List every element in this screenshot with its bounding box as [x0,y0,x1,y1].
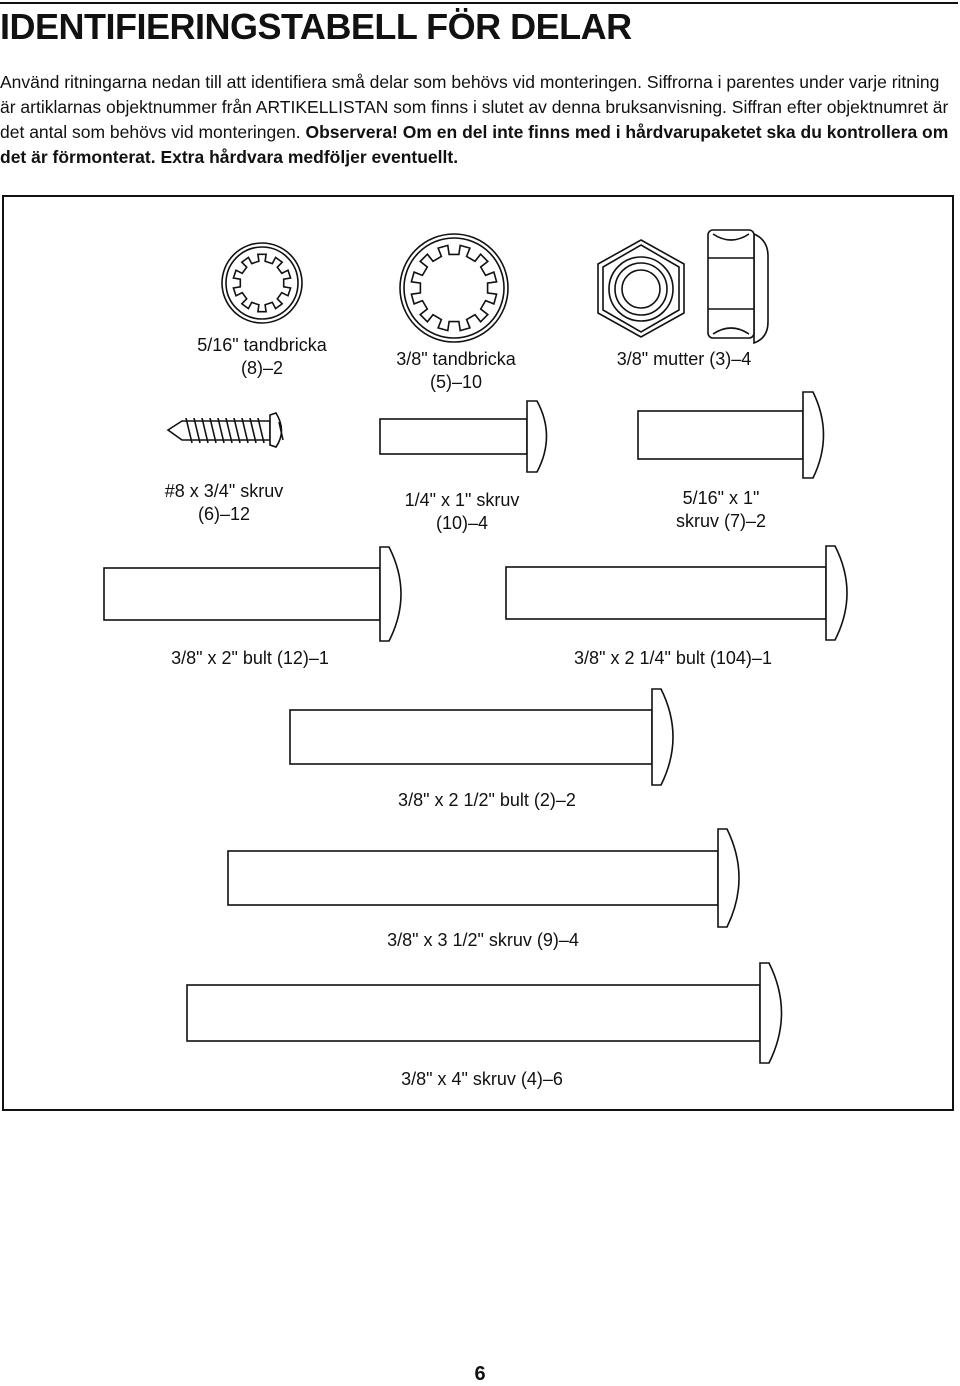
star-washer-small-icon [221,242,303,324]
part-label-6: #8 x 3/4" skruv (6)–12 [165,480,283,526]
part-label-3: 3/8" mutter (3)–4 [616,349,752,369]
part-6-qty: (6)–12 [197,504,251,524]
bolt-five-sixteenths-icon [637,391,825,479]
parts-frame [2,195,954,1111]
nut-top-view-icon [597,239,685,338]
part-8-name: 5/16" tandbricka [197,335,327,355]
intro-paragraph: Använd ritningarna nedan till att identi… [0,70,950,170]
part-5-qty: (5)–10 [429,372,483,392]
part-label-10: 1/4" x 1" skruv (10)–4 [405,489,520,535]
wood-screw-icon [166,412,284,448]
bolt-two-half-inch-icon [289,688,674,786]
nut-side-view-icon [707,229,769,345]
part-10-qty: (10)–4 [435,513,489,533]
bolt-three-half-inch-icon [227,828,740,928]
part-label-5: 3/8" tandbricka (5)–10 [396,348,515,394]
page-title: IDENTIFIERINGSTABELL FÖR DELAR [0,6,632,47]
intro-note-bold: Observera! Om en del inte finns med i hå… [0,122,949,167]
part-6-name: #8 x 3/4" skruv [164,481,284,501]
part-label-2: 3/8" x 2 1/2" bult (2)–2 [398,790,576,810]
page-number-text: 6 [474,1363,486,1385]
part-label-8: 5/16" tandbricka (8)–2 [197,334,326,380]
part-10-name: 1/4" x 1" skruv [404,490,520,510]
part-label-4: 3/8" x 4" skruv (4)–6 [401,1069,563,1089]
part-5-name: 3/8" tandbricka [396,349,516,369]
star-washer-small-teeth [232,253,292,313]
bolt-two-quarter-inch-icon [505,545,848,641]
top-rule [0,2,958,4]
bolt-quarter-by-one-icon [379,400,548,473]
bolt-four-inch-icon [186,962,783,1064]
part-label-104: 3/8" x 2 1/4" bult (104)–1 [574,648,772,668]
star-washer-large-teeth [410,244,498,332]
part-8-qty: (8)–2 [240,358,284,378]
bolt-two-inch-icon [103,546,402,642]
part-label-9: 3/8" x 3 1/2" skruv (9)–4 [387,930,579,950]
screw-threads [185,417,265,444]
part-7-name: 5/16" x 1" [682,488,760,508]
star-washer-large-icon [399,233,509,343]
intro-text: Använd ritningarna nedan till att identi… [0,72,949,142]
part-7-qty: skruv (7)–2 [675,511,767,531]
page-number: 6 [0,1363,960,1386]
part-label-7: 5/16" x 1" skruv (7)–2 [676,487,766,533]
part-label-12: 3/8" x 2" bult (12)–1 [171,648,329,668]
